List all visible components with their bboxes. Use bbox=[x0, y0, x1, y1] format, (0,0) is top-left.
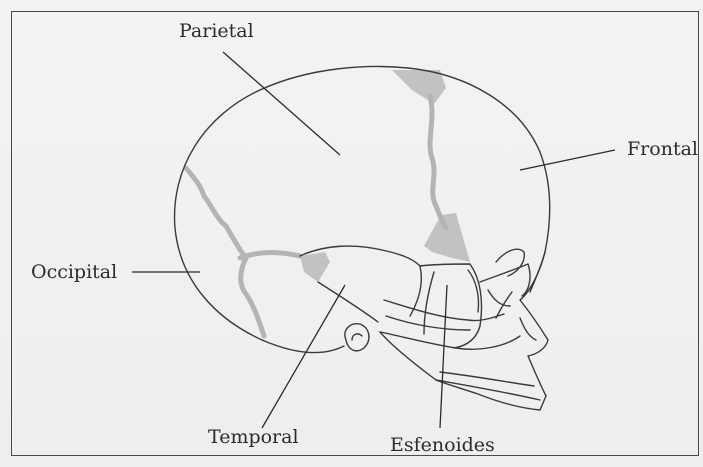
anterior-fontanelle bbox=[392, 70, 446, 104]
occipital-suture bbox=[241, 258, 264, 336]
label-esfenoides: Esfenoides bbox=[390, 436, 495, 455]
cranial-vault bbox=[175, 67, 550, 340]
temporal-leader bbox=[262, 285, 345, 428]
sphenoidal-fontanelle bbox=[424, 213, 470, 262]
esfenoides-leader bbox=[440, 285, 447, 428]
mandible bbox=[380, 332, 436, 380]
label-parietal: Parietal bbox=[179, 22, 254, 41]
frontal-leader bbox=[520, 150, 615, 170]
mastoid-fontanelle bbox=[300, 252, 330, 282]
label-temporal: Temporal bbox=[208, 428, 299, 447]
zygomatic-arch bbox=[384, 300, 504, 321]
label-frontal: Frontal bbox=[627, 140, 698, 159]
leader-lines bbox=[132, 52, 615, 428]
sutures bbox=[186, 96, 446, 336]
label-occipital: Occipital bbox=[31, 263, 117, 282]
ear-opening bbox=[345, 324, 369, 351]
lambdoid-suture bbox=[186, 168, 246, 258]
squamosal-suture bbox=[240, 253, 300, 259]
coronal-suture bbox=[430, 96, 446, 228]
parietal-leader bbox=[223, 52, 340, 155]
